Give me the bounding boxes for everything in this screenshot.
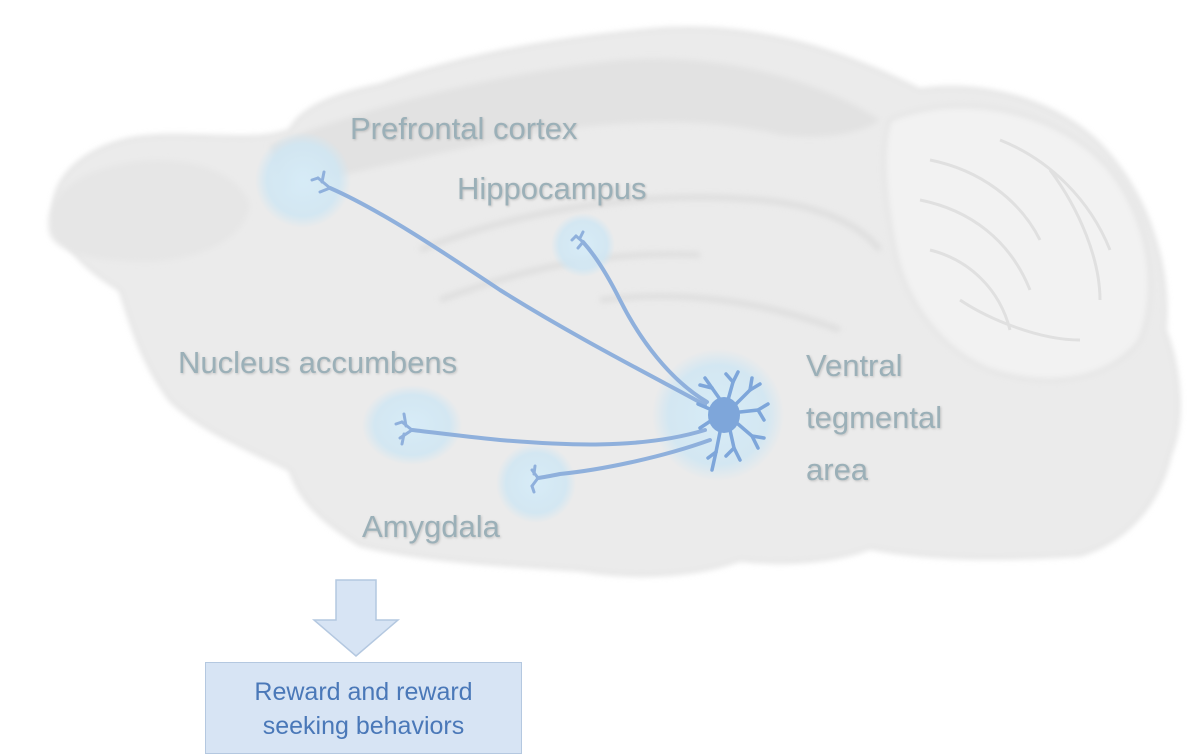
halo-prefrontal-cortex — [255, 132, 351, 228]
label-amygdala: Amygdala — [362, 510, 500, 544]
label-vta-line-2: tegmental — [806, 392, 1006, 444]
outcome-line-1: Reward and reward — [206, 675, 521, 709]
outcome-box: Reward and reward seeking behaviors — [205, 662, 522, 754]
halo-nucleus-accumbens — [362, 385, 462, 465]
label-prefrontal-cortex: Prefrontal cortex — [350, 112, 577, 146]
label-hippocampus: Hippocampus — [457, 172, 647, 206]
label-ventral-tegmental-area: Ventral tegmental area — [806, 340, 1006, 496]
label-vta-line-3: area — [806, 444, 1006, 496]
brain-silhouette — [48, 28, 1179, 575]
outcome-line-2: seeking behaviors — [206, 709, 521, 743]
label-nucleus-accumbens: Nucleus accumbens — [178, 346, 457, 380]
label-vta-line-1: Ventral — [806, 340, 1006, 392]
down-arrow — [314, 580, 398, 656]
